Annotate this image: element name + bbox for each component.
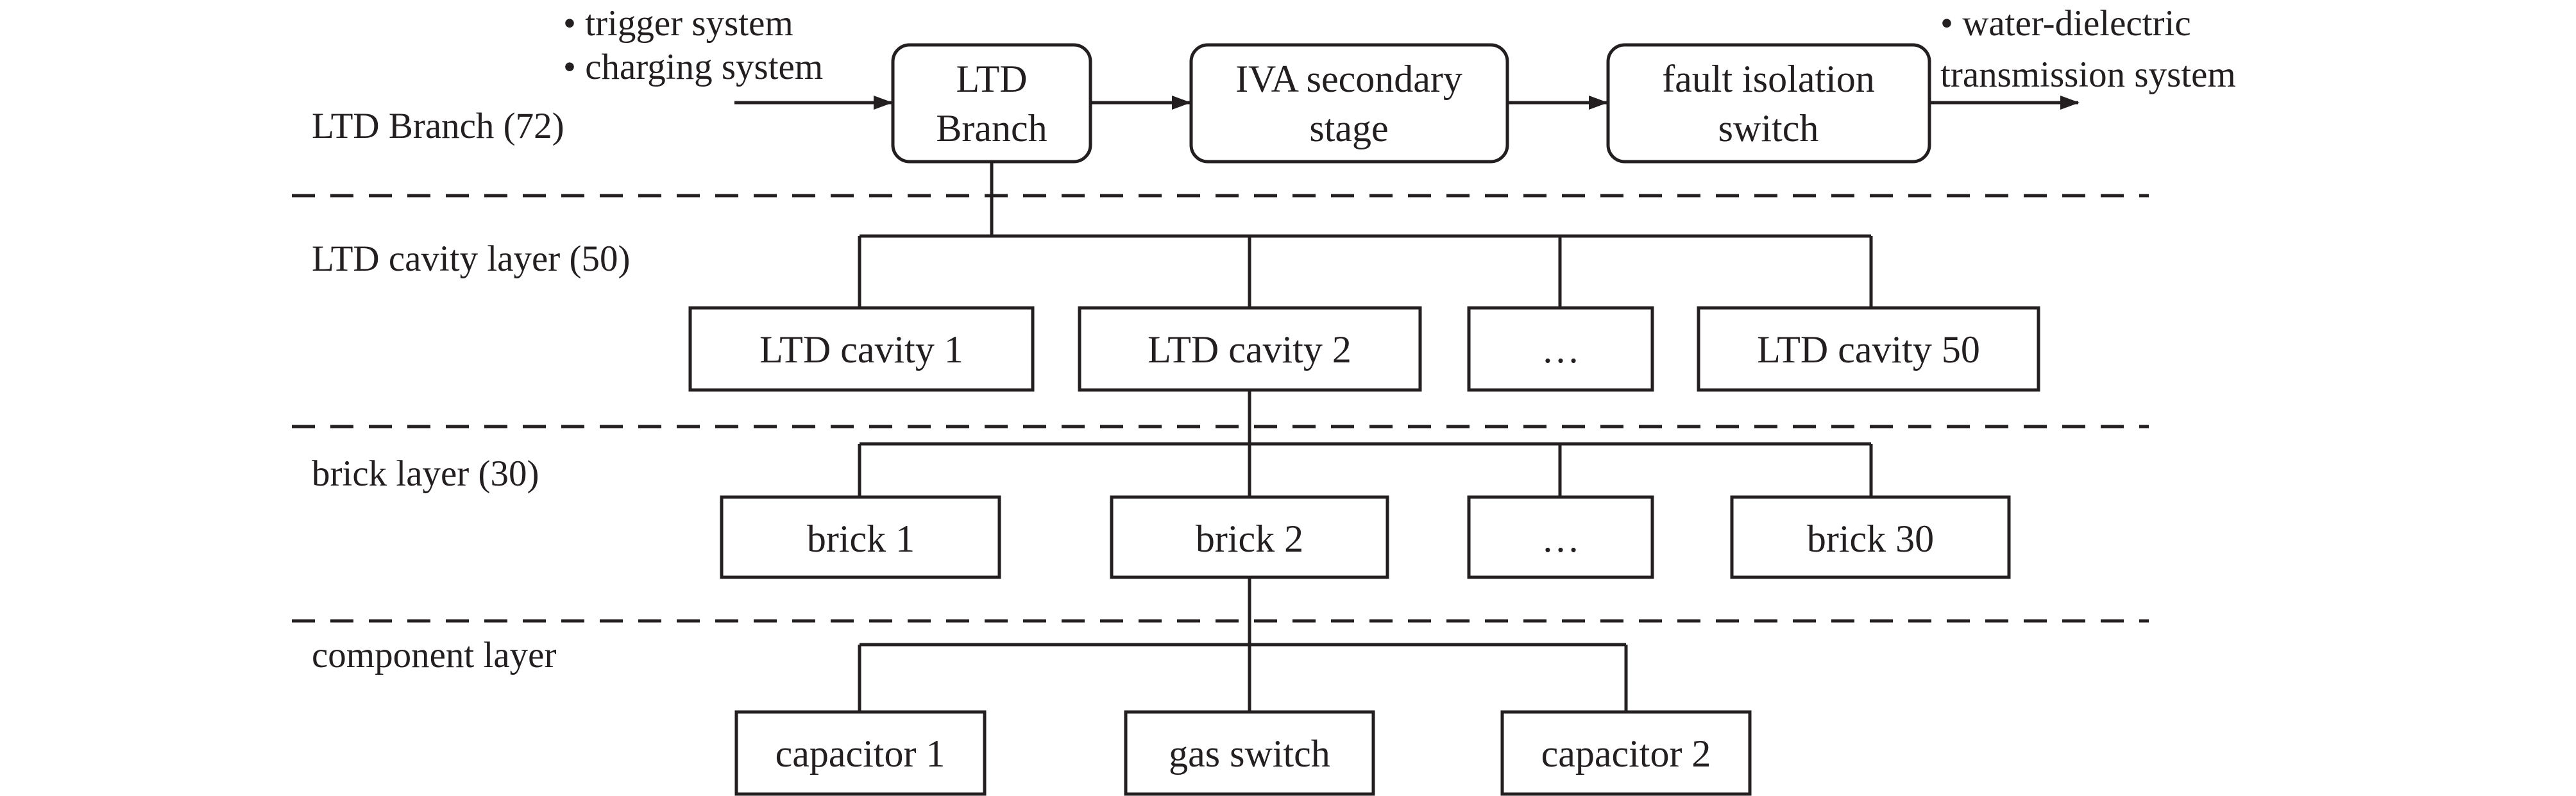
svg-text:LTD cavity 1: LTD cavity 1 (759, 328, 963, 371)
layer-label-branch: LTD Branch (72) (312, 106, 564, 146)
svg-text:capacitor 2: capacitor 2 (1541, 732, 1711, 775)
svg-text:switch: switch (1718, 107, 1819, 149)
brick-box-30: brick 30 (1730, 495, 2011, 579)
output-transmission-system: transmission system (1940, 55, 2236, 95)
connector-brick-to-components (858, 577, 1628, 712)
cavity-box-2: LTD cavity 2 (1078, 306, 1422, 392)
gas-switch-box: gas switch (1124, 710, 1375, 796)
svg-text:fault isolation: fault isolation (1662, 58, 1875, 100)
svg-text:LTD: LTD (956, 58, 1027, 100)
layer-label-component: component layer (312, 635, 556, 675)
svg-text:brick 2: brick 2 (1196, 518, 1303, 560)
svg-text:stage: stage (1309, 107, 1388, 149)
brick-box-2: brick 2 (1110, 495, 1389, 579)
iva-secondary-stage-box: IVA secondary stage (1189, 43, 1509, 164)
svg-text:Branch: Branch (936, 107, 1047, 149)
svg-text:capacitor 1: capacitor 1 (775, 732, 945, 775)
layer-label-cavity: LTD cavity layer (50) (312, 239, 630, 279)
input-trigger-system: • trigger system (563, 3, 793, 44)
svg-text:gas switch: gas switch (1169, 732, 1330, 775)
capacitor-2-box: capacitor 2 (1500, 710, 1752, 796)
ltd-branch-box: LTD Branch (891, 43, 1092, 164)
svg-text:LTD cavity 50: LTD cavity 50 (1757, 328, 1980, 371)
svg-text:…: … (1541, 328, 1580, 371)
cavity-box-50: LTD cavity 50 (1697, 306, 2040, 392)
svg-text:brick 1: brick 1 (807, 518, 915, 560)
svg-text:LTD cavity 2: LTD cavity 2 (1148, 328, 1352, 371)
svg-text:brick 30: brick 30 (1807, 518, 1934, 560)
capacitor-1-box: capacitor 1 (734, 710, 987, 796)
output-water-dielectric: • water-dielectric (1940, 3, 2191, 44)
cavity-box-1: LTD cavity 1 (688, 306, 1035, 392)
svg-text:…: … (1541, 518, 1580, 560)
layer-label-brick: brick layer (30) (312, 453, 539, 494)
connector-branch-to-cavities (858, 162, 1873, 308)
fault-isolation-switch-box: fault isolation switch (1606, 43, 1931, 164)
input-charging-system: • charging system (563, 47, 823, 87)
cavity-box-ellipsis: … (1467, 306, 1654, 392)
connector-cavity-to-bricks (858, 390, 1873, 497)
brick-box-ellipsis: … (1467, 495, 1654, 579)
svg-text:IVA secondary: IVA secondary (1235, 58, 1462, 100)
brick-box-1: brick 1 (720, 495, 1001, 579)
